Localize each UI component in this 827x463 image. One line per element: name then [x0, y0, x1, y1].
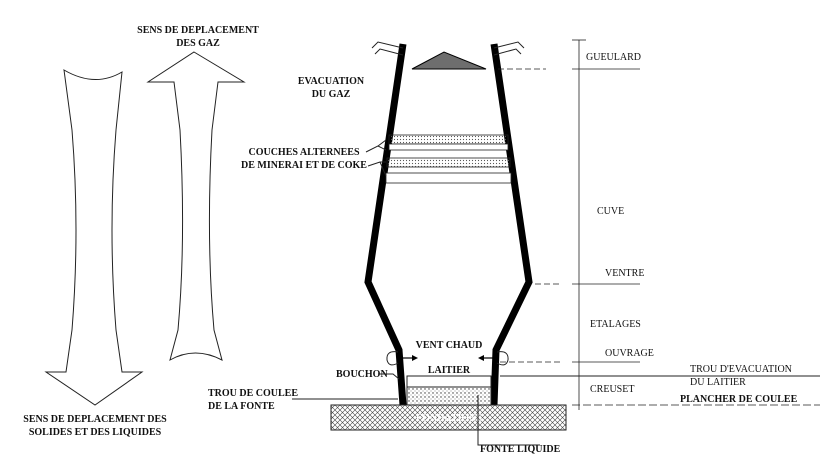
hot-blast-tuyeres	[386, 351, 509, 366]
slag-hole-label-2: DU LAITIER	[690, 377, 746, 388]
zone-cuve: CUVE	[597, 206, 624, 217]
gas-exhaust-label-1: EVACUATION	[298, 76, 365, 87]
slag-hole-label-1: TROU D'EVACUATION	[690, 364, 792, 375]
solids-direction-label-2: SOLIDES ET DES LIQUIDES	[29, 427, 162, 438]
slag-layer	[406, 375, 492, 388]
solids-direction-arrow	[44, 69, 144, 406]
gas-direction-arrow	[146, 51, 246, 362]
foundations-label: FONDATIONS	[416, 413, 482, 424]
foundations-block	[330, 404, 567, 431]
gas-exhaust-label-2: DU GAZ	[312, 89, 351, 100]
plug-pointer	[378, 373, 400, 380]
layers-label-2: DE MINERAI ET DE COKE	[241, 160, 367, 171]
charge-cone	[411, 51, 487, 70]
hot-blast-label: VENT CHAUD	[416, 340, 483, 351]
solids-direction-label-1: SENS DE DEPLACEMENT DES	[23, 414, 167, 425]
floor-label: PLANCHER DE COULEE	[680, 394, 798, 405]
tap-hole-label-1: TROU DE COULEE	[208, 388, 298, 399]
zone-axis	[498, 39, 820, 410]
layers-pointer-lines	[365, 139, 387, 177]
slag-label: LAITIER	[428, 365, 471, 376]
zone-etalages: ETALAGES	[590, 319, 641, 330]
ore-coke-layers	[385, 134, 512, 184]
zone-ventre: VENTRE	[605, 268, 644, 279]
gas-direction-label-1: SENS DE DEPLACEMENT	[137, 25, 259, 36]
gas-direction-label-2: DES GAZ	[176, 38, 220, 49]
zone-creuset: CREUSET	[590, 384, 634, 395]
liquid-iron-pointer	[477, 395, 540, 446]
plug-label: BOUCHON	[336, 369, 388, 380]
liquid-iron-label: FONTE LIQUIDE	[480, 444, 561, 455]
zone-gueulard: GUEULARD	[586, 52, 641, 63]
layers-label-1: COUCHES ALTERNEES	[248, 147, 359, 158]
slag-hole-arrowhead	[492, 373, 498, 379]
zone-ouvrage: OUVRAGE	[605, 348, 654, 359]
gas-exhaust-pipes	[371, 41, 525, 56]
tap-hole-label-2: DE LA FONTE	[208, 401, 275, 412]
